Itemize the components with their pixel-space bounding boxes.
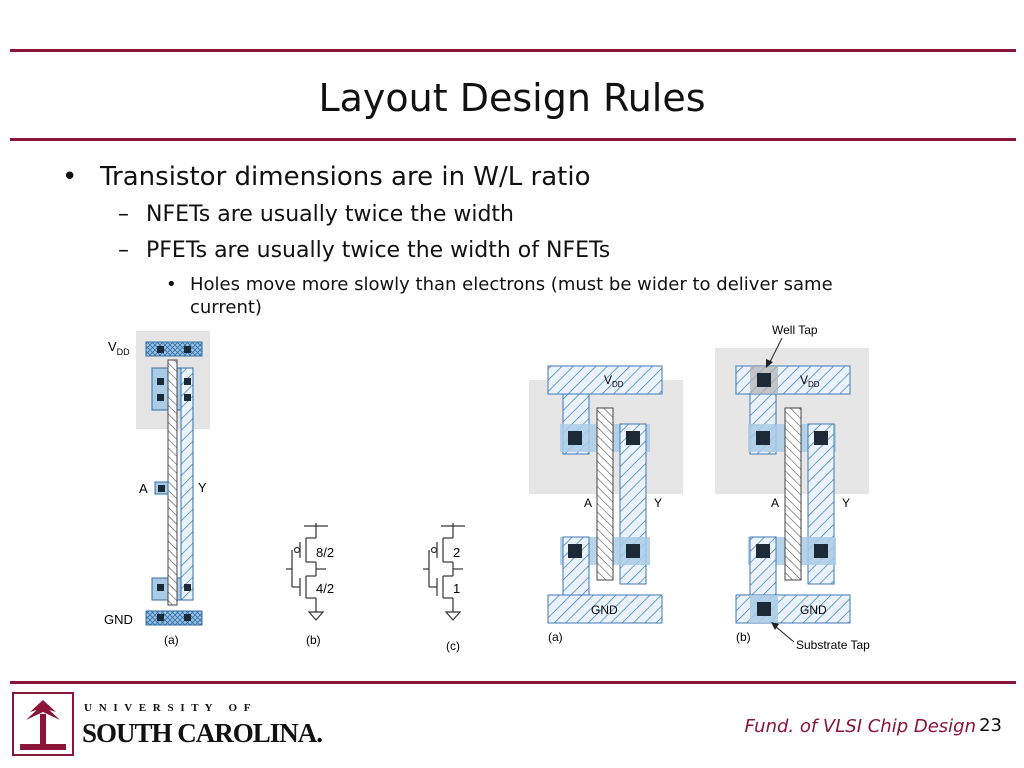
contact bbox=[184, 394, 191, 401]
output-metal bbox=[180, 367, 194, 601]
footer-rule bbox=[10, 681, 1016, 684]
header-top-rule bbox=[10, 49, 1016, 52]
well-tap-arrow bbox=[768, 337, 783, 365]
gnd-rail bbox=[145, 610, 203, 626]
contact bbox=[184, 584, 191, 591]
contact bbox=[184, 378, 191, 385]
contact bbox=[184, 346, 191, 353]
vdd-label: VDD bbox=[108, 339, 130, 357]
vdd-metal-rail bbox=[547, 365, 663, 395]
contact bbox=[626, 544, 640, 558]
bullet-item: PFETs are usually twice the width of NFE… bbox=[146, 238, 611, 263]
contact bbox=[568, 431, 582, 445]
right-layout-a: VDD A Y GND (a) bbox=[529, 365, 683, 644]
ratio-pmos-c: 2 bbox=[453, 545, 460, 560]
caption-a: (a) bbox=[164, 633, 179, 647]
vdd-rail bbox=[145, 341, 203, 357]
right-layout-b: VDD A Y GND (b) Well Tap Substrate Tap bbox=[715, 323, 870, 652]
page-number: 23 bbox=[979, 715, 1002, 736]
substrate-tap-arrowhead bbox=[771, 622, 779, 630]
ratio-nmos-c: 1 bbox=[453, 581, 460, 596]
substrate-tap-arrow bbox=[774, 625, 795, 643]
bullet-item: current) bbox=[190, 297, 262, 318]
ratio-nmos-b: 4/2 bbox=[316, 581, 334, 596]
left-layout-figure: VDD A Y GND (a) bbox=[104, 331, 210, 647]
bullet-item: Transistor dimensions are in W/L ratio bbox=[100, 162, 591, 192]
university-logo: U N I V E R S I T Y O F SOUTH CAROLINA. bbox=[12, 692, 332, 756]
caption-b: (b) bbox=[736, 630, 751, 644]
bullet-item: NFETs are usually twice the width bbox=[146, 202, 514, 227]
contact bbox=[756, 431, 770, 445]
caption-a: (a) bbox=[548, 630, 563, 644]
ratio-pmos-b: 8/2 bbox=[316, 545, 334, 560]
logo-south-carolina: SOUTH CAROLINA. bbox=[82, 718, 323, 748]
well-tap-label: Well Tap bbox=[772, 323, 818, 337]
vdd-label: VDD bbox=[604, 373, 624, 389]
page-title: Layout Design Rules bbox=[318, 76, 706, 120]
contact bbox=[157, 584, 164, 591]
gnd-label: GND bbox=[591, 603, 618, 617]
bullet-dot: • bbox=[166, 274, 177, 295]
gnd-metal-rail bbox=[547, 594, 663, 624]
bullet-dash: – bbox=[118, 238, 129, 263]
gnd-label: GND bbox=[104, 612, 133, 627]
contact bbox=[157, 346, 164, 353]
contact bbox=[814, 431, 828, 445]
contact bbox=[756, 544, 770, 558]
input-a-label: A bbox=[771, 496, 779, 510]
input-a-label: A bbox=[584, 496, 592, 510]
caption-b: (b) bbox=[306, 633, 321, 647]
contact bbox=[157, 378, 164, 385]
vdd-label: VDD bbox=[800, 373, 820, 389]
output-y-label: Y bbox=[654, 496, 662, 510]
contact bbox=[184, 614, 191, 621]
bullet-dash: – bbox=[118, 202, 129, 227]
well-tap-contact bbox=[757, 373, 771, 387]
poly-gate bbox=[596, 407, 614, 581]
contact bbox=[157, 394, 164, 401]
palmetto-emblem bbox=[12, 692, 74, 756]
course-name: Fund. of VLSI Chip Design bbox=[744, 716, 976, 737]
bullet-item: Holes move more slowly than electrons (m… bbox=[190, 274, 833, 295]
well-tap-arrowhead bbox=[766, 359, 773, 368]
output-y-label: Y bbox=[842, 496, 850, 510]
substrate-tap-contact bbox=[757, 602, 771, 616]
header-bottom-rule bbox=[10, 138, 1016, 141]
poly-gate bbox=[167, 359, 178, 606]
contact bbox=[814, 544, 828, 558]
input-a-label: A bbox=[139, 481, 148, 496]
contact bbox=[568, 544, 582, 558]
contact bbox=[158, 485, 165, 492]
contact bbox=[626, 431, 640, 445]
logo-university-of: U N I V E R S I T Y O F bbox=[84, 702, 253, 714]
bullet-dot: • bbox=[62, 162, 78, 192]
poly-gate bbox=[784, 407, 802, 581]
schematic-b bbox=[286, 523, 328, 621]
contact bbox=[157, 614, 164, 621]
output-y-label: Y bbox=[198, 480, 207, 495]
caption-c: (c) bbox=[446, 639, 460, 653]
substrate-tap-label: Substrate Tap bbox=[796, 638, 870, 652]
schematic-c bbox=[423, 523, 465, 621]
gnd-label: GND bbox=[800, 603, 827, 617]
